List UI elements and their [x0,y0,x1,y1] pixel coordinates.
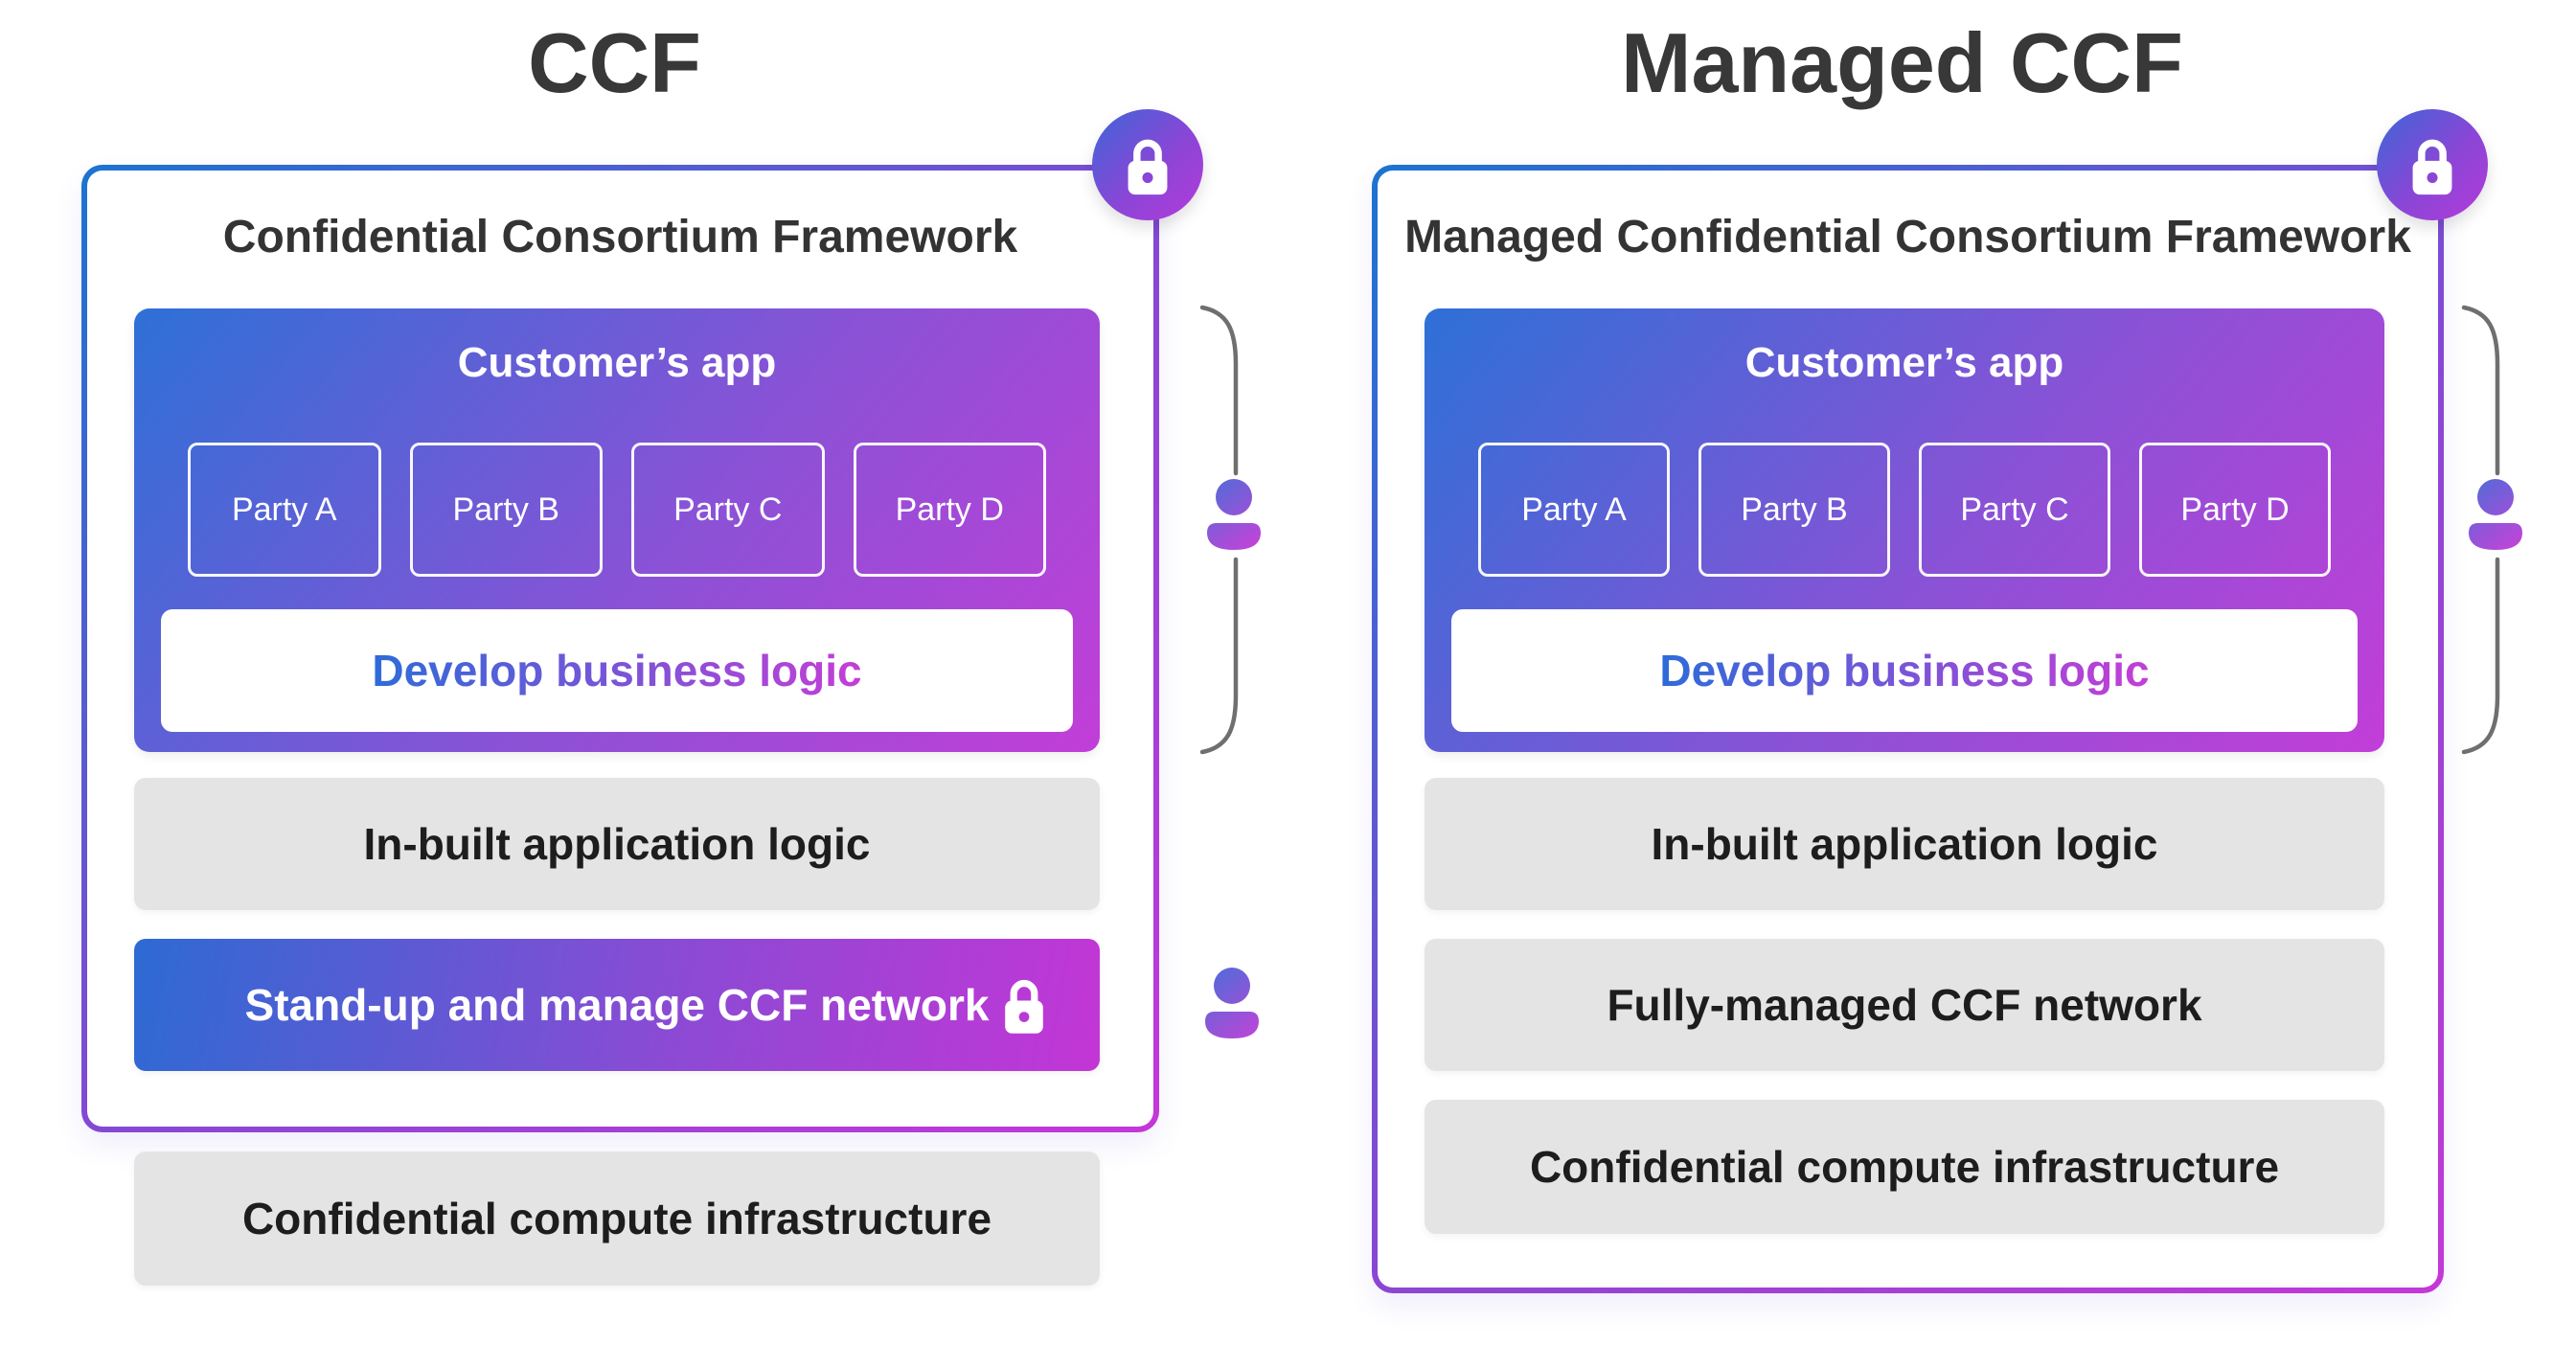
standup-network-label: Stand-up and manage CCF network [244,980,990,1030]
panel-title-managed-ccf: Managed CCF [1621,15,2183,110]
party-row: Party A Party B Party C Party D [1478,443,2331,577]
lock-icon [1005,979,1043,1034]
customer-app-title: Customer’s app [457,339,777,386]
lock-icon [2412,139,2452,194]
party-box: Party C [1919,443,2110,577]
customer-app-title: Customer’s app [1744,339,2064,386]
confidential-compute-label: Confidential compute infrastructure [241,1194,992,1243]
person-icon [1205,968,1259,1038]
inbuilt-logic-box: In-built application logic [134,778,1100,910]
fully-managed-network-label: Fully-managed CCF network [1607,980,2202,1030]
person-icon [1207,479,1261,550]
standup-network-box: Stand-up and manage CCF network [134,939,1100,1071]
lock-badge [1092,109,1203,220]
develop-business-logic-box: Develop business logic [161,609,1073,732]
party-box: Party B [1698,443,1890,577]
party-box: Party B [409,443,603,577]
panel-title-ccf: CCF [528,15,701,110]
lock-icon [1128,139,1168,194]
develop-business-logic-label: Develop business logic [1659,646,2150,695]
inbuilt-logic-box: In-built application logic [1425,778,2384,910]
consortium-members-bracket [1199,305,1261,755]
inbuilt-logic-label: In-built application logic [363,819,871,869]
party-box: Party D [2139,443,2331,577]
develop-business-logic-label: Develop business logic [372,646,862,695]
person-icon [2469,479,2522,550]
party-box: Party D [853,443,1046,577]
develop-business-logic-box: Develop business logic [1451,609,2358,732]
confidential-compute-box: Confidential compute infrastructure [1425,1100,2384,1234]
lock-badge [2377,109,2488,220]
consortium-members-bracket [2461,305,2522,755]
fully-managed-network-box: Fully-managed CCF network [1425,939,2384,1071]
managed-ccf-frame-heading: Managed Confidential Consortium Framewor… [1404,212,2411,262]
party-box: Party C [631,443,825,577]
party-box: Party A [1478,443,1670,577]
confidential-compute-label: Confidential compute infrastructure [1529,1142,2280,1192]
confidential-compute-box: Confidential compute infrastructure [134,1151,1100,1286]
inbuilt-logic-label: In-built application logic [1651,819,2158,869]
customer-app-card: Customer’s app Party A Party B Party C P… [134,308,1100,752]
ccf-frame-heading: Confidential Consortium Framework [222,212,1018,262]
customer-app-card: Customer’s app Party A Party B Party C P… [1425,308,2384,752]
party-row: Party A Party B Party C Party D [188,443,1046,577]
party-box: Party A [188,443,381,577]
